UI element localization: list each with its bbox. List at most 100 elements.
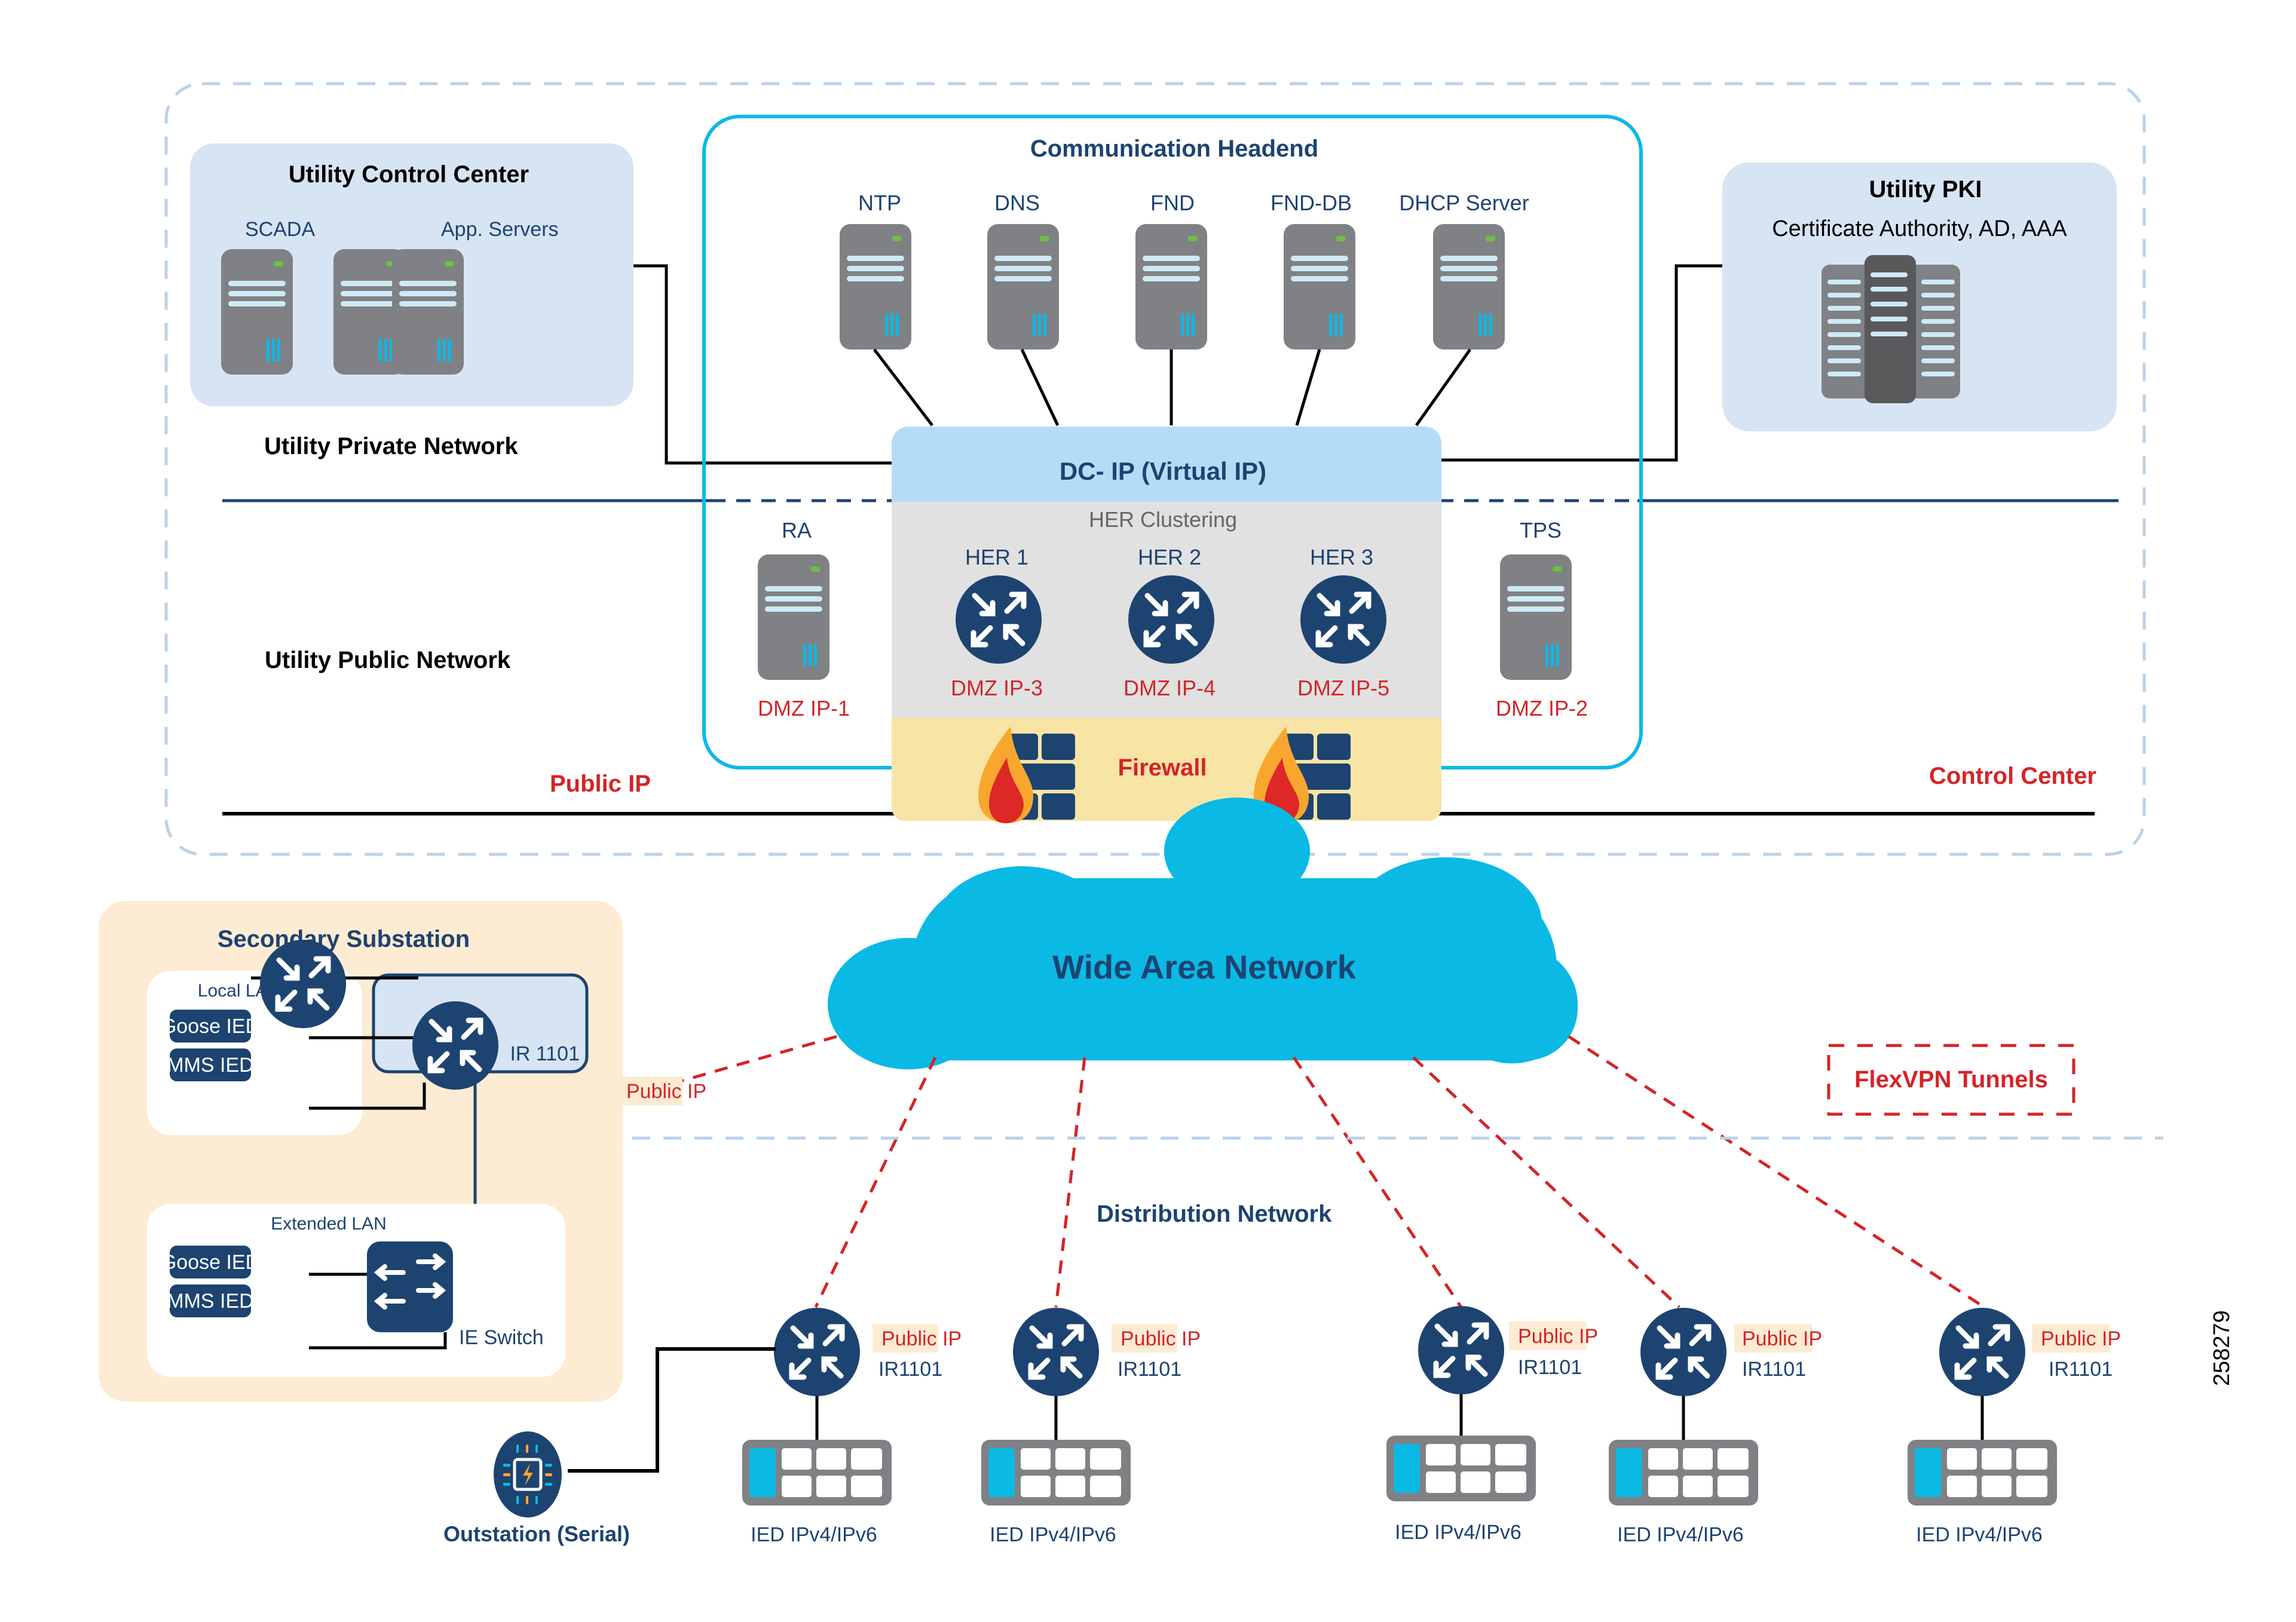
- control-center-label: Control Center: [1929, 763, 2096, 789]
- distribution-site: Public IP IR1101 IED IPv4/IPv6: [1908, 1308, 2121, 1546]
- headend-server: DNS: [987, 191, 1060, 427]
- extended-mms-ied-label: MMS IED: [167, 1290, 253, 1313]
- dc-ip-label: DC- IP (Virtual IP): [1060, 457, 1266, 485]
- headend-server: DHCP Server: [1399, 191, 1529, 427]
- site-router-label: IR1101: [878, 1358, 942, 1381]
- server-label-dhcp: DHCP Server: [1399, 191, 1529, 215]
- ied-device-icon: [1908, 1440, 2057, 1506]
- pki-server-rack-icon: [1822, 255, 1960, 403]
- extended-mms-link: [309, 1332, 447, 1350]
- outstation-label: Outstation (Serial): [443, 1522, 630, 1546]
- site-router-icon: [1939, 1308, 2025, 1396]
- tps-label: TPS: [1520, 518, 1562, 542]
- ied-device-icon: [1386, 1436, 1536, 1501]
- ra-ip-label: DMZ IP-1: [758, 696, 850, 720]
- her-label: HER 1: [965, 545, 1028, 569]
- extended-goose-ied-label: Goose IED: [161, 1251, 260, 1274]
- control-center-zone: [164, 82, 2146, 856]
- ied-device-icon: [742, 1440, 892, 1506]
- outstation-icon: [494, 1431, 562, 1517]
- her-ip-label: DMZ IP-5: [1297, 676, 1389, 700]
- extended-lan-box: [147, 1204, 565, 1377]
- ucc-link: [633, 264, 892, 465]
- tps-ip-label: DMZ IP-2: [1496, 696, 1588, 720]
- local-goose-ied: [170, 1010, 251, 1043]
- substation-router-icon: [412, 1001, 498, 1090]
- ra-label: RA: [782, 518, 812, 542]
- site-ied-label: IED IPv4/IPv6: [1916, 1523, 2043, 1546]
- public-ip-label: Public IP: [550, 771, 651, 797]
- scada-label: SCADA: [245, 218, 315, 241]
- her-ip-label: DMZ IP-4: [1123, 676, 1216, 700]
- her-label: HER 2: [1138, 545, 1201, 569]
- wan-label: Wide Area Network: [1052, 948, 1357, 986]
- utility-control-center-title: Utility Control Center: [289, 161, 529, 188]
- utility-pki-title: Utility PKI: [1869, 176, 1982, 203]
- her-ip-label: DMZ IP-3: [951, 676, 1043, 700]
- distribution-site: Public IP IR1101 IED IPv4/IPv6: [981, 1308, 1201, 1546]
- server-label-ntp: NTP: [858, 191, 901, 215]
- local-mms-ied-label: MMS IED: [167, 1054, 253, 1077]
- distribution-network-label: Distribution Network: [1097, 1201, 1332, 1227]
- site-public-ip: Public IP: [2041, 1327, 2121, 1350]
- site-ied-label: IED IPv4/IPv6: [1617, 1523, 1744, 1546]
- utility-private-network-label: Utility Private Network: [264, 433, 518, 459]
- headend-server: FND: [1135, 191, 1207, 425]
- headend-server: NTP: [840, 191, 933, 427]
- site-public-ip: Public IP: [1121, 1327, 1201, 1350]
- site-router-icon: [774, 1308, 860, 1396]
- flexvpn-legend-box: [1827, 1044, 2075, 1116]
- site-public-ip: Public IP: [1518, 1325, 1598, 1348]
- site-ied-label: IED IPv4/IPv6: [990, 1523, 1116, 1546]
- site-router-icon: [1640, 1308, 1726, 1396]
- site-ied-label: IED IPv4/IPv6: [751, 1523, 877, 1546]
- distribution-site: Public IP IR1101 IED IPv4/IPv6: [742, 1308, 962, 1546]
- distribution-site: Public IP IR1101 IED IPv4/IPv6: [1609, 1308, 1822, 1546]
- ied-device-icon: [981, 1440, 1131, 1506]
- headend-server: FND-DB: [1271, 191, 1355, 426]
- firewall-label: Firewall: [1118, 755, 1207, 781]
- figure-id: 258279: [2209, 1310, 2234, 1386]
- site-router-label: IR1101: [2049, 1358, 2113, 1381]
- extended-lan-title: Extended LAN: [271, 1214, 386, 1234]
- site-router-icon: [1013, 1308, 1099, 1396]
- secondary-substation-title: Secondary Substation: [218, 926, 470, 952]
- site-router-label: IR1101: [1118, 1358, 1181, 1381]
- pki-link: [1441, 264, 1722, 462]
- site-router-label: IR1101: [1742, 1358, 1806, 1381]
- wan-cloud: [828, 798, 1578, 1069]
- local-mms-link: [309, 1083, 426, 1110]
- local-mms-ied: [170, 1048, 251, 1081]
- ied-device-icon: [1609, 1440, 1758, 1506]
- server-label-fnd: FND: [1150, 191, 1195, 215]
- local-goose-ied-label: Goose IED: [161, 1015, 260, 1038]
- flexvpn-label: FlexVPN Tunnels: [1854, 1066, 2048, 1093]
- site-public-ip: Public IP: [1742, 1327, 1822, 1350]
- distribution-site: Public IP IR1101 IED IPv4/IPv6: [1386, 1306, 1598, 1544]
- her-router: HER 2 DMZ IP-4: [1123, 545, 1216, 700]
- extended-goose-ied: [170, 1246, 251, 1278]
- her-label: HER 3: [1310, 545, 1373, 569]
- ie-switch-icon: [367, 1241, 453, 1332]
- site-router-icon: [1418, 1306, 1504, 1394]
- app-servers-label: App. Servers: [441, 218, 559, 241]
- site-router-label: IR1101: [1518, 1356, 1582, 1379]
- communication-headend-title: Communication Headend: [1030, 136, 1318, 162]
- her-router: HER 1 DMZ IP-3: [951, 545, 1043, 700]
- server-label-dns: DNS: [994, 191, 1040, 215]
- extended-mms-ied: [170, 1284, 251, 1317]
- outstation-serial-link: [568, 1347, 776, 1473]
- site-ied-label: IED IPv4/IPv6: [1395, 1521, 1522, 1544]
- her-clustering-label: HER Clustering: [1089, 507, 1237, 532]
- ie-switch-label: IE Switch: [459, 1326, 544, 1349]
- substation-public-ip-label: Public IP: [626, 1080, 706, 1103]
- site-public-ip: Public IP: [881, 1327, 962, 1350]
- substation-public-ip-background: [616, 1077, 682, 1105]
- server-label-fnd-db: FND-DB: [1271, 191, 1352, 215]
- flexvpn-tunnel-lines: [654, 1035, 1990, 1312]
- utility-public-network-label: Utility Public Network: [265, 647, 511, 673]
- her-router: HER 3 DMZ IP-5: [1297, 545, 1389, 700]
